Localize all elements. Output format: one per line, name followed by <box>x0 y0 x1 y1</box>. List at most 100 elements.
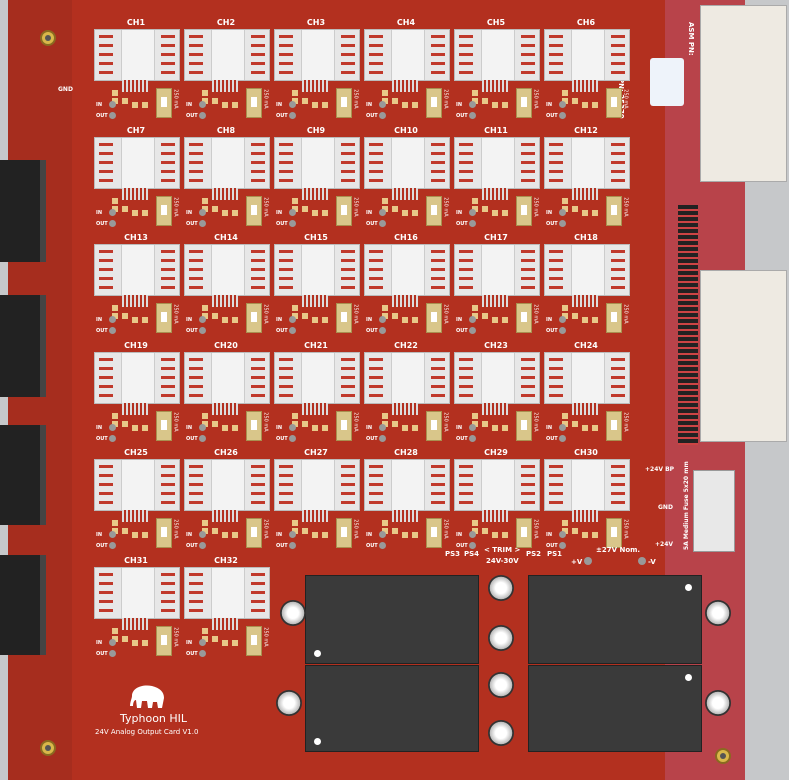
ps1-label: PS1 <box>547 550 563 558</box>
current-rating: 250 mA <box>262 304 269 324</box>
elephant-logo-icon <box>128 682 168 710</box>
in-label: IN <box>366 317 373 323</box>
channel-11: CH11 IN OUT 250 mA <box>452 126 540 231</box>
in-testpoint <box>469 208 476 216</box>
in-testpoint <box>379 208 386 216</box>
current-rating: 250 mA <box>262 519 269 539</box>
out-testpoint <box>199 434 206 442</box>
in-label: IN <box>276 317 283 323</box>
channel-label: CH15 <box>304 233 328 242</box>
channel-connector <box>274 244 360 296</box>
nominal-label: ±27V Nom. <box>596 546 641 554</box>
in-testpoint <box>379 423 386 431</box>
ps3-label: PS3 <box>445 550 461 558</box>
channel-connector <box>94 29 180 81</box>
power-module-ps1 <box>528 575 702 664</box>
out-testpoint <box>559 327 566 334</box>
out-label: OUT <box>546 220 558 227</box>
current-rating: 250 mA <box>352 519 359 539</box>
channel-fuse-led <box>156 195 172 226</box>
out-label: OUT <box>456 435 468 442</box>
channel-fuse-led <box>246 625 262 656</box>
out-testpoint <box>289 327 296 334</box>
minus-v-testpoint <box>638 557 646 565</box>
connector-pins <box>572 295 598 307</box>
in-testpoint <box>379 101 386 108</box>
channel-label: CH19 <box>124 340 148 350</box>
in-testpoint <box>559 423 566 431</box>
current-rating: 250 mA <box>352 89 359 109</box>
out-label: OUT <box>96 650 108 657</box>
channel-connector <box>364 136 450 189</box>
plus-v-label: +V <box>571 558 583 566</box>
white-connector-bottom <box>700 270 787 442</box>
out-testpoint <box>109 649 116 657</box>
out-label: OUT <box>276 328 288 334</box>
channel-fuse-led <box>246 88 262 118</box>
channel-label: CH20 <box>214 340 238 350</box>
connector-pins <box>212 295 238 307</box>
channel-fuse-led <box>336 410 352 441</box>
minus-v-label: -V <box>648 558 656 566</box>
in-label: IN <box>276 209 283 216</box>
channel-fuse-led <box>606 518 622 548</box>
channel-label: CH4 <box>396 18 416 27</box>
channel-connector <box>184 136 270 189</box>
connector-pins <box>122 510 148 522</box>
in-testpoint <box>109 101 116 108</box>
out-testpoint <box>199 542 206 549</box>
out-testpoint <box>109 434 116 442</box>
out-testpoint <box>379 434 386 442</box>
current-rating: 250 mA <box>622 304 629 324</box>
channel-connector <box>184 459 270 511</box>
connector-pins <box>392 80 418 92</box>
channel-connector <box>544 244 630 296</box>
gnd-label: GND <box>58 86 73 93</box>
connector-pins <box>212 510 238 522</box>
connector-pins <box>122 80 148 92</box>
channel-fuse-led <box>426 518 442 548</box>
channel-connector <box>544 459 630 511</box>
connector-pins <box>572 402 598 415</box>
channel-connector <box>454 459 540 511</box>
trim-range: 24V-30V <box>486 557 519 565</box>
channel-16: CH16 IN OUT 250 mA <box>362 233 450 338</box>
out-testpoint <box>199 649 206 657</box>
out-testpoint <box>199 327 206 334</box>
channel-connector <box>454 351 540 404</box>
connector-pins <box>482 295 508 307</box>
resistor-array <box>678 205 698 445</box>
channel-fuse-led <box>426 303 442 333</box>
current-rating: 250 mA <box>442 411 449 432</box>
fuse-holder <box>693 470 735 552</box>
in-label: IN <box>546 209 553 216</box>
out-label: OUT <box>456 328 468 334</box>
out-label: OUT <box>186 435 198 442</box>
channel-13: CH13 IN OUT 250 mA <box>92 233 180 338</box>
channel-connector <box>364 29 450 81</box>
out-testpoint <box>109 542 116 549</box>
channel-label: CH16 <box>394 233 418 242</box>
in-label: IN <box>186 209 193 216</box>
in-testpoint <box>379 316 386 323</box>
card-name: 24V Analog Output Card V1.0 <box>95 728 199 736</box>
channel-label: CH24 <box>574 340 598 350</box>
out-testpoint <box>379 327 386 334</box>
channel-label: CH32 <box>214 555 238 565</box>
logo-text: Typhoon HIL <box>120 712 188 725</box>
out-testpoint <box>469 219 476 227</box>
power-module-ps3 <box>305 575 479 664</box>
in-testpoint <box>109 638 116 646</box>
channel-20: CH20 IN OUT 250 mA <box>182 341 270 446</box>
out-testpoint <box>379 219 386 227</box>
connector-pins <box>302 187 328 200</box>
in-testpoint <box>109 316 116 323</box>
in-label: IN <box>546 102 553 108</box>
in-label: IN <box>366 532 373 538</box>
in-label: IN <box>96 639 103 646</box>
trim-label: < TRIM > <box>484 546 521 554</box>
channel-fuse-led <box>156 88 172 118</box>
connector-pins <box>302 402 328 415</box>
in-label: IN <box>546 317 553 323</box>
current-rating: 250 mA <box>622 89 629 109</box>
